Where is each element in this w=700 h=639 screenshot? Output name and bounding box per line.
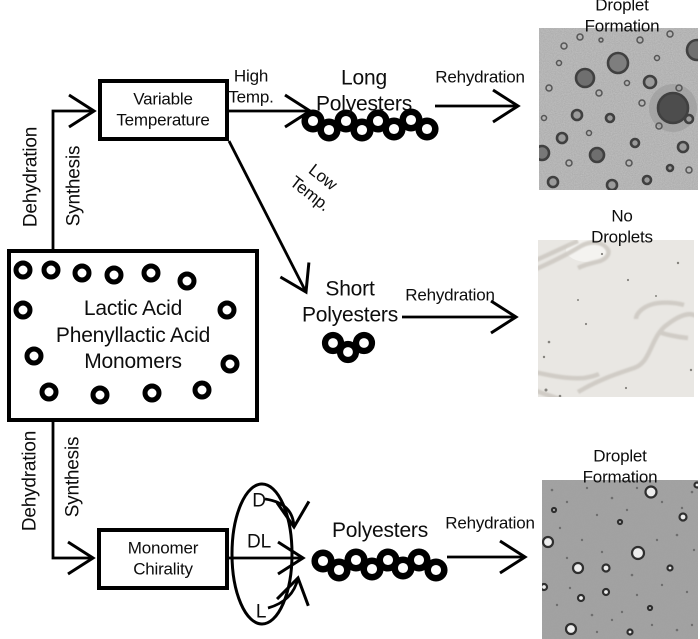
- synthesis-bottom-label: Synthesis: [62, 436, 84, 518]
- chirality-d-label: D: [252, 490, 266, 512]
- monomers-label: Lactic Acid Phenyllactic Acid Monomers: [55, 297, 211, 374]
- chirality-ellipse: [230, 482, 294, 626]
- micrograph-middle-membranes: [533, 238, 698, 405]
- micrograph-droplet-formation-bottom: [539, 480, 700, 639]
- long-polyesters-label: Long Polyesters: [315, 66, 413, 115]
- variable-temperature-box: [98, 79, 229, 141]
- arrow-chirality-l: [267, 575, 310, 610]
- arrow-monomers-to-monomer-chirality: [51, 420, 96, 576]
- long-polyester-chain: [301, 108, 439, 142]
- short-polyester-chain: [321, 331, 376, 364]
- rehydration-middle-label: Rehydration: [405, 285, 495, 305]
- polyesters-label: Polyesters: [331, 519, 429, 543]
- arrow-chirality-d: [264, 497, 311, 530]
- micrograph-top-image: [533, 28, 700, 192]
- micrograph-bottom-title: Droplet Formation: [582, 446, 658, 486]
- micrograph-middle-title: No Droplets: [591, 206, 653, 246]
- micrograph-top-small-vesicles: [540, 30, 693, 174]
- micrograph-top-droplets: [533, 38, 700, 192]
- micrograph-bottom-specks: [550, 486, 696, 634]
- arrow-monomers-to-variable-temperature: [51, 93, 97, 251]
- rehydration-bottom-label: Rehydration: [445, 513, 535, 533]
- high-temp-label: High Temp.: [228, 66, 274, 106]
- monomer-circles: [13, 260, 240, 405]
- monomer-chirality-label: Monomer Chirality: [127, 538, 199, 578]
- rehydration-top-label: Rehydration: [435, 67, 525, 87]
- micrograph-droplet-formation-top: [533, 28, 700, 192]
- micrograph-middle-image: [533, 238, 698, 405]
- flow-arrows: [51, 88, 528, 610]
- dehydration-bottom-label: Dehydration: [19, 430, 41, 532]
- chirality-dl-label: DL: [247, 531, 271, 553]
- chirality-l-label: L: [255, 601, 267, 623]
- micrograph-bottom-image: [539, 480, 700, 639]
- micrograph-top-title: Droplet Formation: [584, 0, 660, 35]
- micrograph-middle-specks: [542, 252, 693, 398]
- variable-temperature-label: Variable Temperature: [116, 89, 210, 129]
- micrograph-no-droplets: [533, 238, 698, 405]
- short-polyesters-label: Short Polyesters: [301, 277, 399, 326]
- bottom-polyester-chain: [311, 548, 448, 582]
- monomer-chirality-box: [97, 528, 229, 590]
- synthesis-top-label: Synthesis: [63, 145, 85, 227]
- arrow-low-temp-diagonal: [227, 140, 311, 295]
- dehydration-top-label: Dehydration: [20, 126, 42, 228]
- micrograph-middle-background: [538, 240, 694, 397]
